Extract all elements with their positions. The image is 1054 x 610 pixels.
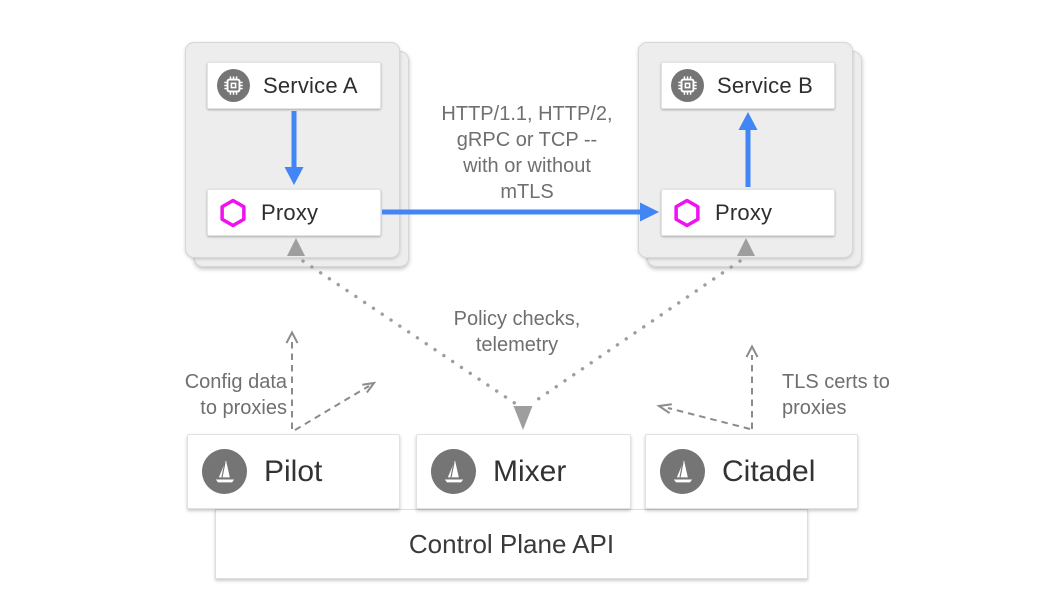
tls-certs-line1: TLS certs to (782, 371, 890, 393)
dashed-arrow-pilot-up (285, 330, 299, 429)
traffic-protocols-line3: with or without (463, 155, 591, 177)
control-plane-api-label: Control Plane API (408, 528, 615, 559)
service-a-label: Service A (263, 72, 358, 98)
dotted-arrowhead-to-mixer (513, 406, 533, 430)
service-a-node: Service A (207, 62, 381, 109)
policy-telemetry-line2: telemetry (475, 334, 559, 356)
tls-certs-label: TLS certs to proxies (782, 369, 922, 421)
traffic-protocols-line1: HTTP/1.1, HTTP/2, (441, 103, 613, 125)
istio-sail-icon (660, 449, 705, 494)
config-data-line2: to proxies (200, 397, 287, 419)
chip-icon (217, 69, 250, 102)
proxy-a-label: Proxy (261, 199, 319, 225)
pilot-box: Pilot (187, 434, 400, 509)
traffic-protocols-line4: mTLS (500, 181, 554, 203)
hexagon-icon (671, 197, 702, 228)
mixer-box: Mixer (416, 434, 631, 509)
proxy-a-node: Proxy (207, 189, 381, 236)
hexagon-icon (217, 197, 248, 228)
citadel-box: Citadel (645, 434, 858, 509)
config-data-label: Config data to proxies (150, 369, 287, 421)
traffic-protocols-label: HTTP/1.1, HTTP/2, gRPC or TCP -- with or… (407, 101, 647, 205)
traffic-protocols-line2: gRPC or TCP -- (456, 129, 598, 151)
istio-sail-icon (202, 449, 247, 494)
proxy-b-label: Proxy (715, 199, 773, 225)
istio-sail-icon (431, 449, 476, 494)
proxy-b-node: Proxy (661, 189, 835, 236)
mixer-label: Mixer (493, 454, 567, 488)
citadel-label: Citadel (722, 454, 816, 488)
pilot-label: Pilot (264, 454, 323, 488)
dashed-arrow-pilot-diagonal (294, 381, 377, 431)
policy-telemetry-label: Policy checks, telemetry (407, 306, 627, 358)
service-b-node: Service B (661, 62, 835, 109)
service-b-label: Service B (717, 72, 813, 98)
chip-icon (671, 69, 704, 102)
arrow-proxy-a-to-proxy-b (382, 202, 659, 222)
tls-certs-line2: proxies (782, 397, 847, 419)
control-plane-api-box: Control Plane API (215, 509, 808, 579)
policy-telemetry-line1: Policy checks, (453, 308, 581, 330)
dashed-arrow-citadel-up (745, 344, 759, 429)
dashed-arrow-citadel-diagonal (656, 403, 751, 430)
config-data-line1: Config data (184, 371, 287, 393)
